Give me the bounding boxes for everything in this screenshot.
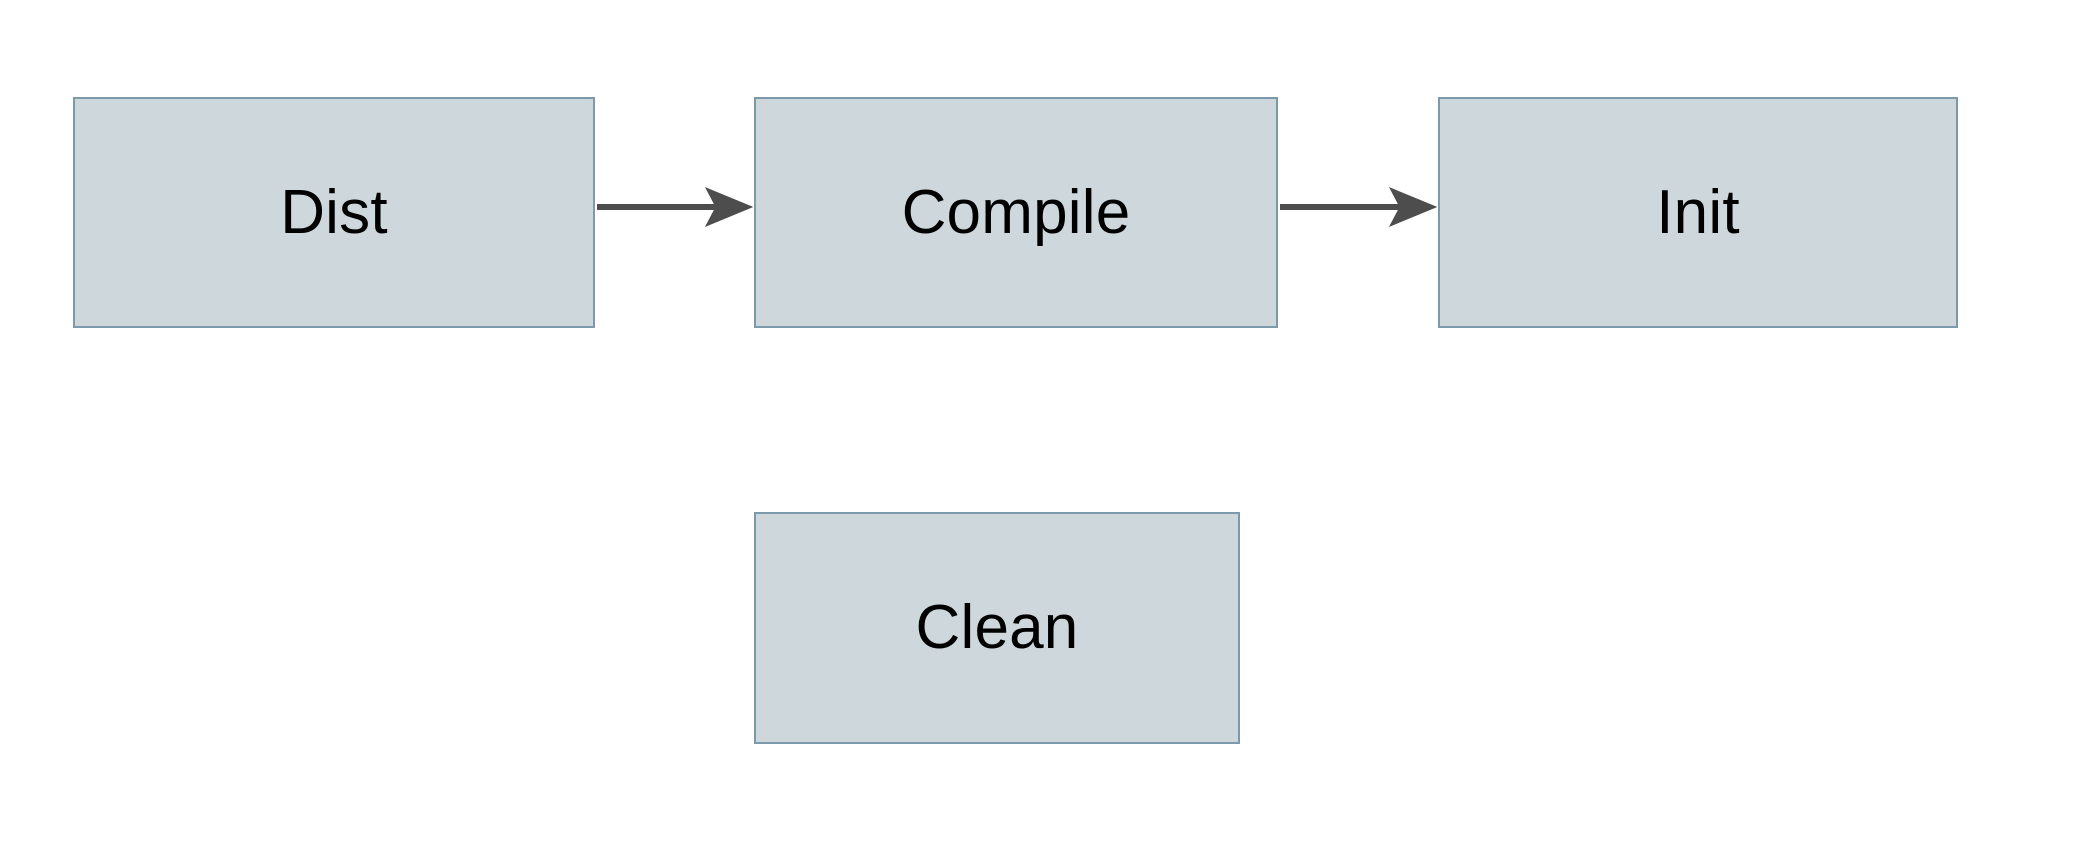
arrowhead-1 bbox=[704, 187, 754, 227]
node-clean[interactable]: Clean bbox=[754, 512, 1240, 744]
node-dist[interactable]: Dist bbox=[73, 97, 595, 328]
node-clean-label: Clean bbox=[915, 593, 1079, 662]
node-compile-label: Compile bbox=[901, 177, 1131, 247]
node-init-label: Init bbox=[1656, 177, 1740, 247]
arrowhead-2 bbox=[1388, 187, 1438, 227]
node-dist-label: Dist bbox=[280, 177, 388, 247]
arrow-connector-2 bbox=[1280, 187, 1438, 227]
node-compile[interactable]: Compile bbox=[754, 97, 1278, 328]
arrow-connector-1 bbox=[597, 187, 754, 227]
node-init[interactable]: Init bbox=[1438, 97, 1958, 328]
